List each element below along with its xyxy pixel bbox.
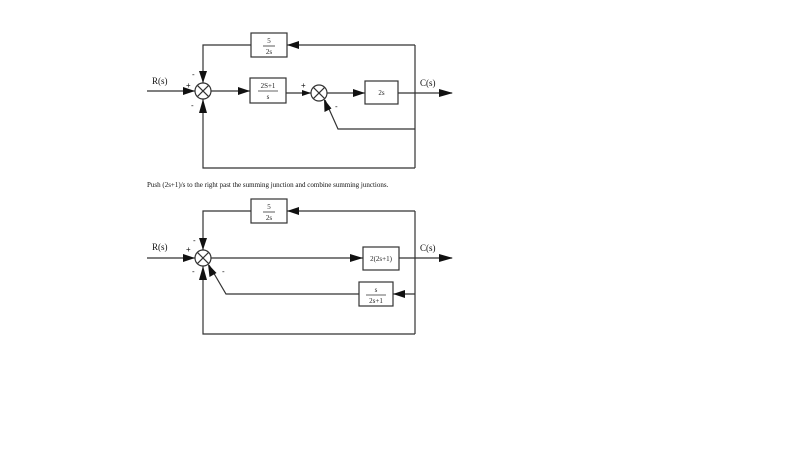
arrow-to-feedback-block-2 xyxy=(287,207,299,215)
block1-denominator: s xyxy=(267,93,270,101)
summing-junction-combined xyxy=(194,249,212,267)
bottom-feedback-line xyxy=(202,99,415,169)
block1-numerator: 2S+1 xyxy=(261,82,276,90)
inner-numerator: s xyxy=(375,286,378,294)
arrow-to-j2 xyxy=(302,90,311,96)
input-label-2: R(s) xyxy=(152,242,168,252)
top-feedback-line-left-2 xyxy=(202,210,251,250)
arrow-to-j1-bottom xyxy=(199,99,207,113)
output-label: C(s) xyxy=(420,78,436,88)
feedback-denominator-2: 2s xyxy=(266,214,273,222)
block-5-over-2s: 5 2s xyxy=(250,32,288,58)
block-5-over-2s-2: 5 2s xyxy=(250,198,288,224)
sign-minus-top-2: - xyxy=(193,236,196,245)
arrow-to-j-diag-2 xyxy=(208,264,217,277)
feedback-numerator: 5 xyxy=(267,37,271,45)
arrow-to-j-bottom-2 xyxy=(199,266,207,280)
sign-minus-bottom: - xyxy=(191,101,194,110)
caption-text: Push (2s+1)/s to the right past the summ… xyxy=(147,181,389,189)
diagram-2: R(s) + - - - 2(2s+1) C(s) 5 2s xyxy=(147,198,453,335)
feedback-denominator: 2s xyxy=(266,48,273,56)
output-arrow-2 xyxy=(439,254,453,262)
sign-minus-diag-2: - xyxy=(222,267,225,276)
output-arrow xyxy=(439,89,453,97)
input-label: R(s) xyxy=(152,76,168,86)
summing-junction-1 xyxy=(194,82,212,100)
sign-plus-left-2: + xyxy=(186,245,191,254)
arrow-to-block1 xyxy=(238,87,250,95)
summing-junction-2 xyxy=(310,84,328,102)
arrow-to-inner-block xyxy=(393,290,405,298)
output-label-2: C(s) xyxy=(420,243,436,253)
arrow-to-forward xyxy=(350,254,363,262)
block-2s: 2s xyxy=(364,80,399,105)
inner-feedback-line xyxy=(324,99,415,130)
input-arrow xyxy=(183,87,195,95)
bottom-feedback-line-2 xyxy=(202,266,415,335)
block-2s-plus-1-over-s: 2S+1 s xyxy=(249,77,287,104)
sign-plus-left: + xyxy=(186,81,191,90)
sign-plus-j2: + xyxy=(301,81,306,90)
arrow-to-block2 xyxy=(353,89,365,97)
arrow-to-j-top-2 xyxy=(199,238,207,250)
block-2-2s-plus-1: 2(2s+1) xyxy=(362,246,400,271)
forward-block-text: 2(2s+1) xyxy=(370,255,393,263)
sign-minus-top: - xyxy=(192,70,195,79)
inner-feedback-line-left xyxy=(208,264,359,295)
top-feedback-line-left xyxy=(202,44,251,83)
input-arrow-2 xyxy=(183,254,195,262)
sign-minus-j2: - xyxy=(335,102,338,111)
inner-denominator: 2s+1 xyxy=(369,297,383,305)
block2-text: 2s xyxy=(378,89,385,97)
block-s-over-2s-plus-1: s 2s+1 xyxy=(358,281,394,307)
arrow-to-j1-top xyxy=(199,71,207,83)
feedback-numerator-2: 5 xyxy=(267,203,271,211)
arrow-to-feedback-block xyxy=(287,41,299,49)
arrow-to-j2-bottom xyxy=(324,99,332,112)
diagram-1: R(s) + - - 2S+1 s + - xyxy=(147,32,453,169)
sign-minus-bottom-2: - xyxy=(192,267,195,276)
